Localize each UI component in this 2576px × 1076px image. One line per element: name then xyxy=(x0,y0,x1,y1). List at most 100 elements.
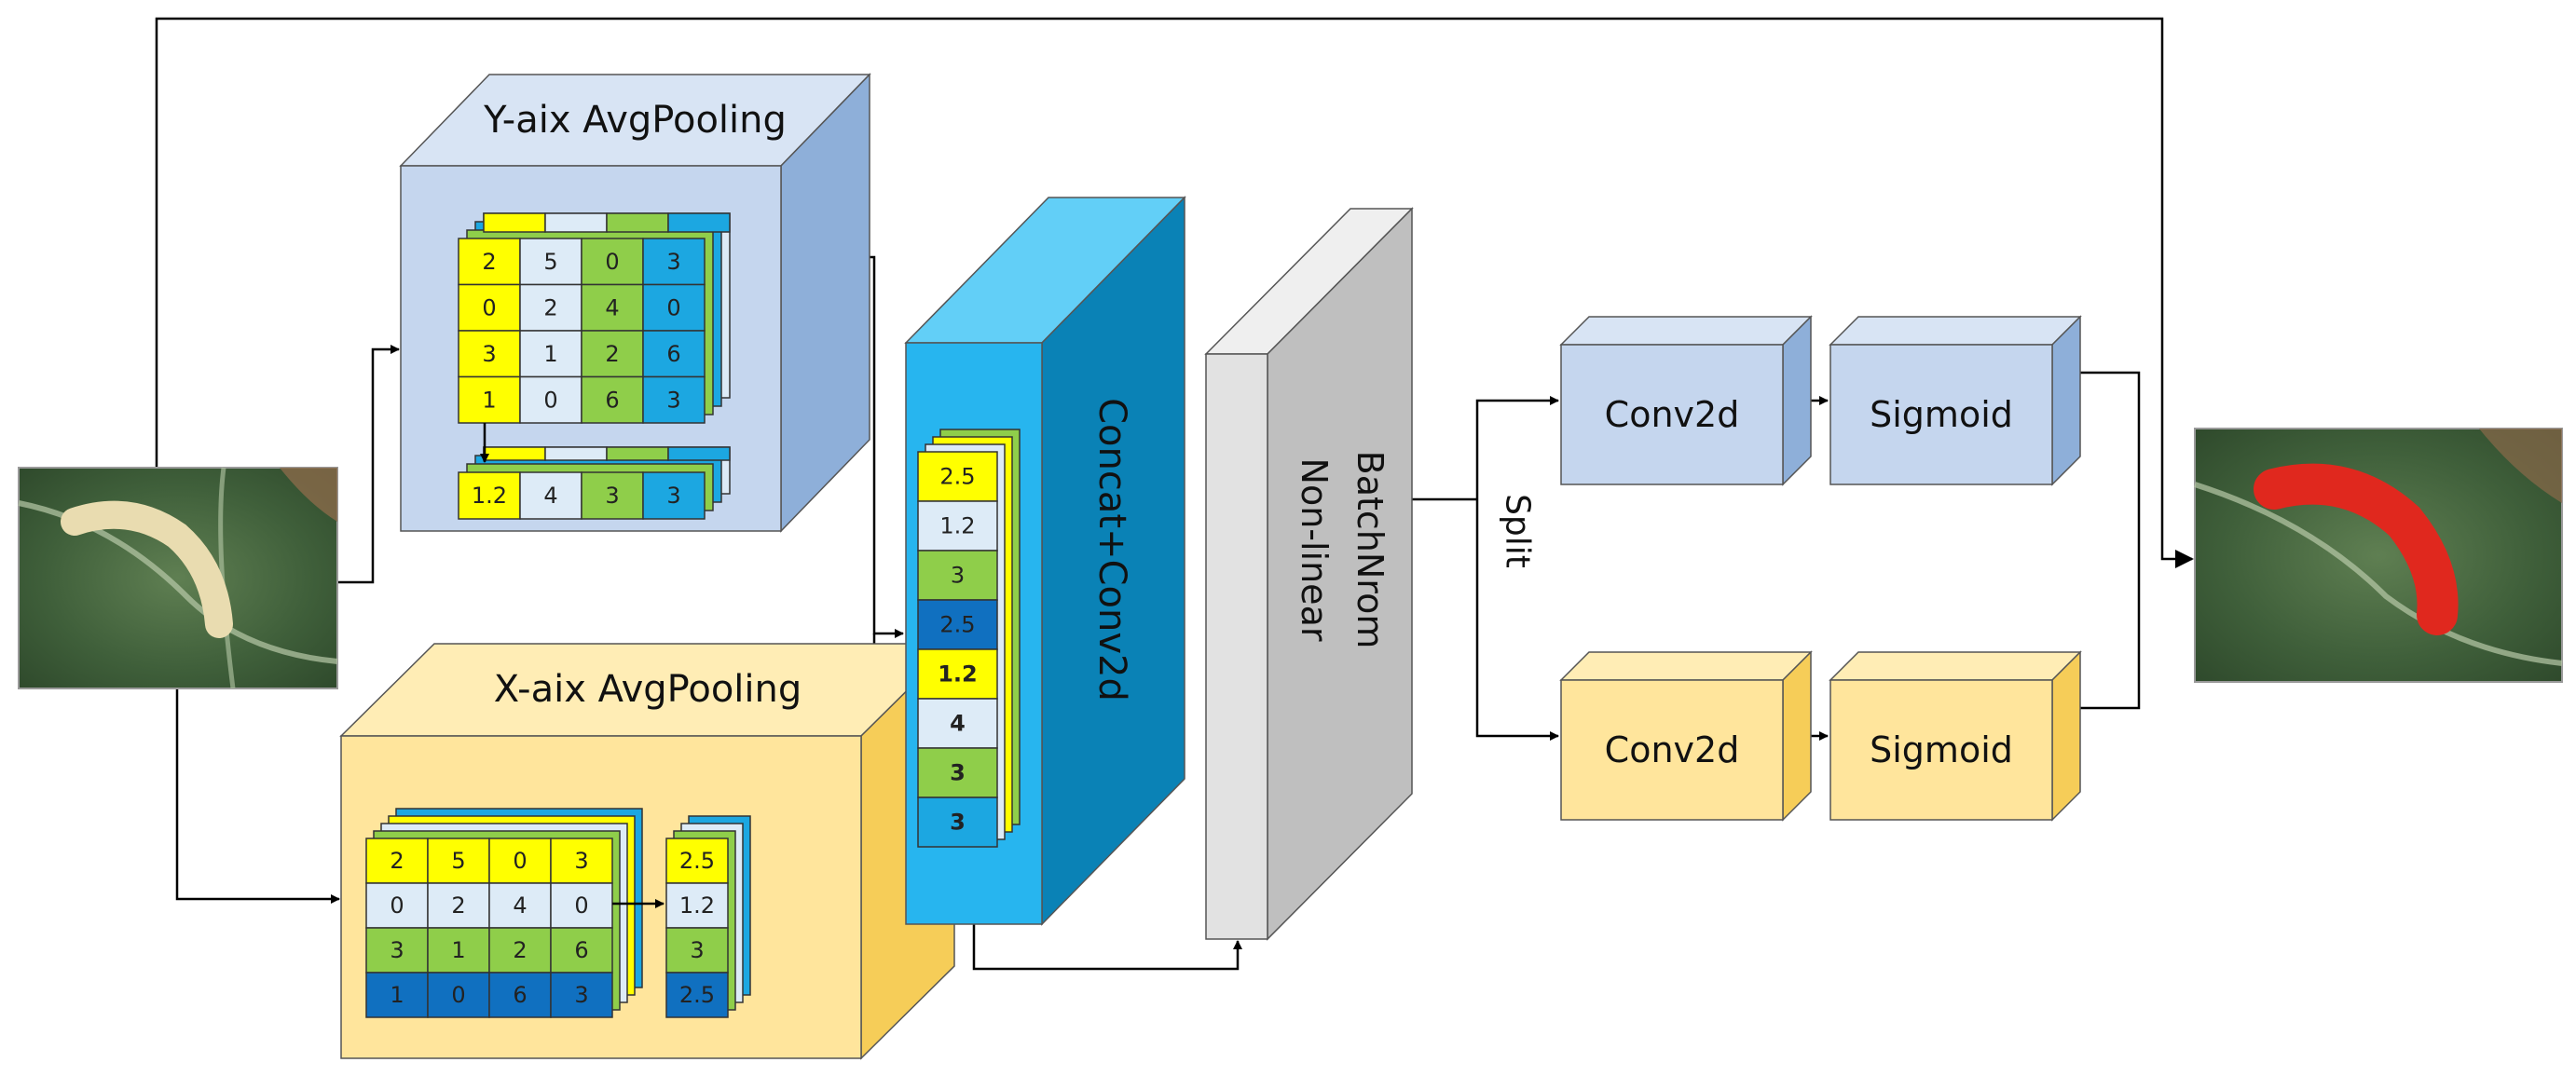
bottom-conv2d-block-top xyxy=(1559,651,1813,681)
grid-cell xyxy=(581,375,644,424)
top-sigmoid-block-front xyxy=(1829,344,2053,485)
batchnorm-block: BatchNrom Non-linear xyxy=(1204,207,1414,941)
y-pooled-row: 1.2 4 3 3 xyxy=(458,471,706,520)
y-avgpool-title: Y-aix AvgPooling xyxy=(483,99,787,142)
input-to-y-line xyxy=(337,345,400,584)
grid-cell-value: 5 xyxy=(451,848,465,874)
grid-cell-value: 1 xyxy=(390,982,404,1008)
grid-cell-value: 3 xyxy=(574,848,588,874)
grid-cell-value: 1.2 xyxy=(938,661,978,688)
grid-cell-value: 0 xyxy=(390,892,404,919)
grid-cell-value: 3 xyxy=(950,760,966,786)
grid-cell xyxy=(581,238,644,286)
y-grid-back-cell xyxy=(606,212,669,233)
grid-cell xyxy=(519,283,582,332)
nonlinear-label: Non-linear xyxy=(1294,458,1335,642)
grid-cell-value: 2.5 xyxy=(679,982,715,1008)
grid-cell-value: 0 xyxy=(605,249,619,275)
grid-cell-value: 2 xyxy=(390,848,404,874)
grid-cell-value: 4 xyxy=(513,892,527,919)
grid-cell-value: 1 xyxy=(543,341,557,367)
top-conv2d-block-label: Conv2d xyxy=(1605,394,1740,435)
grid-cell xyxy=(550,972,613,1018)
input-leaf-photo xyxy=(18,467,338,689)
grid-cell-value: 6 xyxy=(666,341,680,367)
grid-cell xyxy=(488,972,552,1018)
grid-cell-value: 2 xyxy=(543,294,557,320)
bottom-conv2d-block: Conv2d xyxy=(1559,650,1813,822)
split-to-top-conv-line xyxy=(1475,396,1559,499)
grid-cell xyxy=(917,451,998,502)
bottom-conv2d-block-front xyxy=(1560,679,1784,821)
grid-cell-value: 1.2 xyxy=(939,513,975,539)
bottom-conv2d-block-label: Conv2d xyxy=(1605,729,1740,770)
grid-cell-value: 6 xyxy=(574,937,588,963)
y-pooled-back-cell xyxy=(544,446,608,461)
grid-cell xyxy=(665,927,729,974)
bottom-sigmoid-to-output-line xyxy=(2080,559,2141,710)
grid-cell-value: 3 xyxy=(690,937,704,963)
grid-cell-value: 2 xyxy=(513,937,527,963)
grid-cell-value: 0 xyxy=(666,294,680,320)
grid-cell-value: 1.2 xyxy=(472,483,507,509)
top-conv2d-block: Conv2d xyxy=(1559,315,1813,486)
top-sigmoid-block-top xyxy=(1829,316,2082,346)
grid-cell xyxy=(550,927,613,974)
grid-cell-value: 3 xyxy=(574,982,588,1008)
grid-cell xyxy=(581,471,644,520)
grid-cell-value: 4 xyxy=(543,483,557,509)
grid-cell-value: 0 xyxy=(451,982,465,1008)
grid-cell-value: 0 xyxy=(482,294,496,320)
grid-cell xyxy=(458,375,521,424)
grid-cell-value: 2.5 xyxy=(939,612,975,638)
split-label: Split xyxy=(1499,494,1537,568)
grid-cell-value: 3 xyxy=(666,483,680,509)
grid-cell-value: 2 xyxy=(451,892,465,919)
grid-cell xyxy=(365,927,429,974)
grid-cell xyxy=(458,283,521,332)
grid-cell-value: 5 xyxy=(543,249,557,275)
split-to-bottom-conv-line xyxy=(1475,499,1559,741)
grid-cell xyxy=(581,283,644,332)
grid-cell xyxy=(642,330,706,378)
bottom-sigmoid-block-top xyxy=(1829,651,2082,681)
grid-cell xyxy=(917,500,998,552)
grid-cell-value: 2 xyxy=(605,341,619,367)
batchnorm-label: BatchNrom xyxy=(1350,451,1391,649)
output-segmented-photo xyxy=(2194,428,2563,683)
grid-cell-value: 3 xyxy=(951,563,965,589)
x-pooled-column: 2.51.232.5 xyxy=(665,838,729,1018)
top-sigmoid-to-output-line xyxy=(2080,371,2141,559)
grid-cell-value: 4 xyxy=(950,711,966,737)
top-conv2d-block-front xyxy=(1560,344,1784,485)
grid-cell xyxy=(365,882,429,929)
grid-cell-value: 0 xyxy=(543,387,557,413)
grid-cell xyxy=(488,838,552,884)
grid-cell-value: 0 xyxy=(513,848,527,874)
y-pooled-back-cell xyxy=(483,446,546,461)
segmentation-mask xyxy=(2254,463,2459,635)
grid-cell xyxy=(642,238,706,286)
input-to-x-line xyxy=(175,688,340,904)
y-grid-back-cell xyxy=(544,212,608,233)
caterpillar-shape xyxy=(61,500,233,638)
grid-cell xyxy=(427,972,490,1018)
grid-cell xyxy=(550,838,613,884)
grid-cell-value: 3 xyxy=(950,810,966,836)
grid-cell-value: 1 xyxy=(451,937,465,963)
grid-cell-value: 3 xyxy=(605,483,619,509)
concat-conv-label: Concat+Conv2d xyxy=(1090,398,1133,701)
top-sigmoid-block: Sigmoid xyxy=(1829,315,2082,486)
grid-cell-value: 2.5 xyxy=(679,848,715,874)
connector-lines xyxy=(155,17,2194,971)
grid-cell xyxy=(642,471,706,520)
bottom-sigmoid-block: Sigmoid xyxy=(1829,650,2082,822)
grid-cell xyxy=(917,599,998,650)
grid-cell xyxy=(365,972,429,1018)
